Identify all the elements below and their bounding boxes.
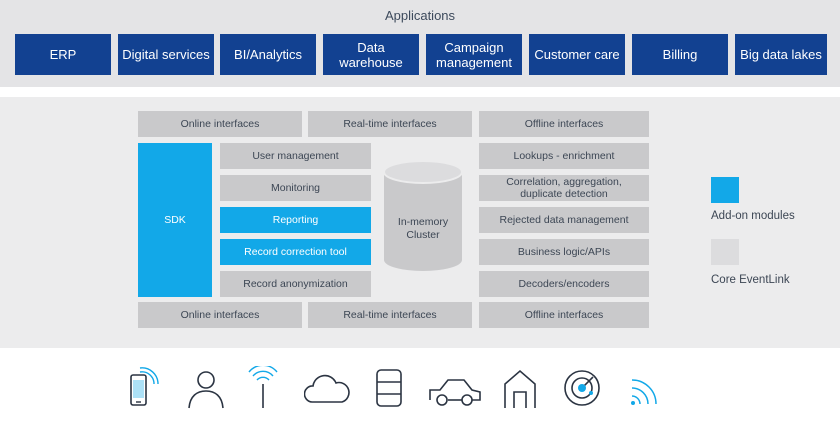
module-business-logic-apis: Business logic/APIs — [479, 239, 649, 265]
app-data-warehouse: Data warehouse — [323, 34, 419, 75]
realtime-interfaces-bottom: Real-time interfaces — [308, 302, 472, 328]
app-billing: Billing — [632, 34, 728, 75]
legend-core-swatch — [711, 239, 739, 265]
cluster-cylinder-icon — [383, 160, 463, 271]
offline-interfaces-bottom: Offline interfaces — [479, 302, 649, 328]
app-campaign-management: Campaign management — [426, 34, 522, 75]
car-icon — [429, 379, 481, 406]
sdk-block: SDK — [138, 143, 212, 297]
app-erp: ERP — [15, 34, 111, 75]
offline-interfaces-top: Offline interfaces — [479, 111, 649, 137]
signal-waves-icon — [631, 379, 657, 405]
legend-addon-label: Add-on modules — [711, 210, 795, 222]
module-record-anonymization: Record anonymization — [220, 271, 371, 297]
online-interfaces-top: Online interfaces — [138, 111, 302, 137]
app-digital-services: Digital services — [118, 34, 214, 75]
module-reporting: Reporting — [220, 207, 371, 233]
app-big-data-lakes: Big data lakes — [735, 34, 827, 75]
legend-addon-swatch — [711, 177, 739, 203]
radar-icon — [564, 370, 600, 406]
house-icon — [504, 369, 536, 408]
module-record-correction-tool: Record correction tool — [220, 239, 371, 265]
realtime-interfaces-top: Real-time interfaces — [308, 111, 472, 137]
database-icon — [376, 369, 402, 407]
module-decoders-encoders: Decoders/encoders — [479, 271, 649, 297]
module-rejected-data-management: Rejected data management — [479, 207, 649, 233]
antenna-icon — [248, 366, 278, 408]
cloud-icon — [304, 374, 350, 403]
app-customer-care: Customer care — [529, 34, 625, 75]
mobile-phone-icon — [130, 367, 159, 406]
person-icon — [188, 371, 224, 409]
applications-title: Applications — [384, 8, 456, 23]
module-lookups-enrichment: Lookups - enrichment — [479, 143, 649, 169]
online-interfaces-bottom: Online interfaces — [138, 302, 302, 328]
app-bi-analytics: BI/Analytics — [220, 34, 316, 75]
module-monitoring: Monitoring — [220, 175, 371, 201]
legend-core-label: Core EventLink — [711, 274, 790, 286]
module-correlation-aggregation: Correlation, aggregation, duplicate dete… — [479, 175, 649, 201]
cluster-label: In-memory Cluster — [397, 216, 449, 241]
module-user-management: User management — [220, 143, 371, 169]
